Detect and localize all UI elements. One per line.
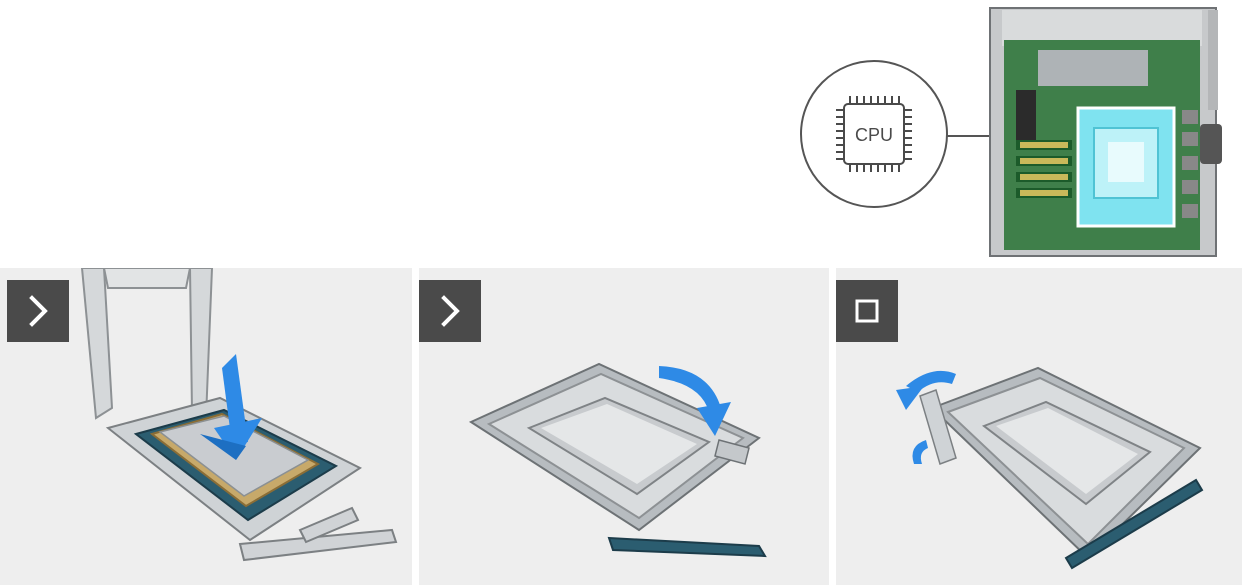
step-next-badge (7, 280, 69, 342)
stop-square-icon (836, 280, 898, 342)
chevron-right-icon (7, 280, 69, 342)
step-next-badge (419, 280, 481, 342)
computer-chassis (990, 8, 1222, 256)
chevron-right-icon (419, 280, 481, 342)
step-panel-close-load-plate (419, 268, 829, 585)
system-board-svg: CPU (790, 0, 1242, 258)
system-board-illustration: CPU (790, 0, 1242, 258)
step-end-badge (836, 280, 898, 342)
cpu-chip-label: CPU (855, 125, 893, 145)
step-panel-secure-lever (836, 268, 1242, 585)
step-panel-insert-processor (0, 268, 412, 585)
